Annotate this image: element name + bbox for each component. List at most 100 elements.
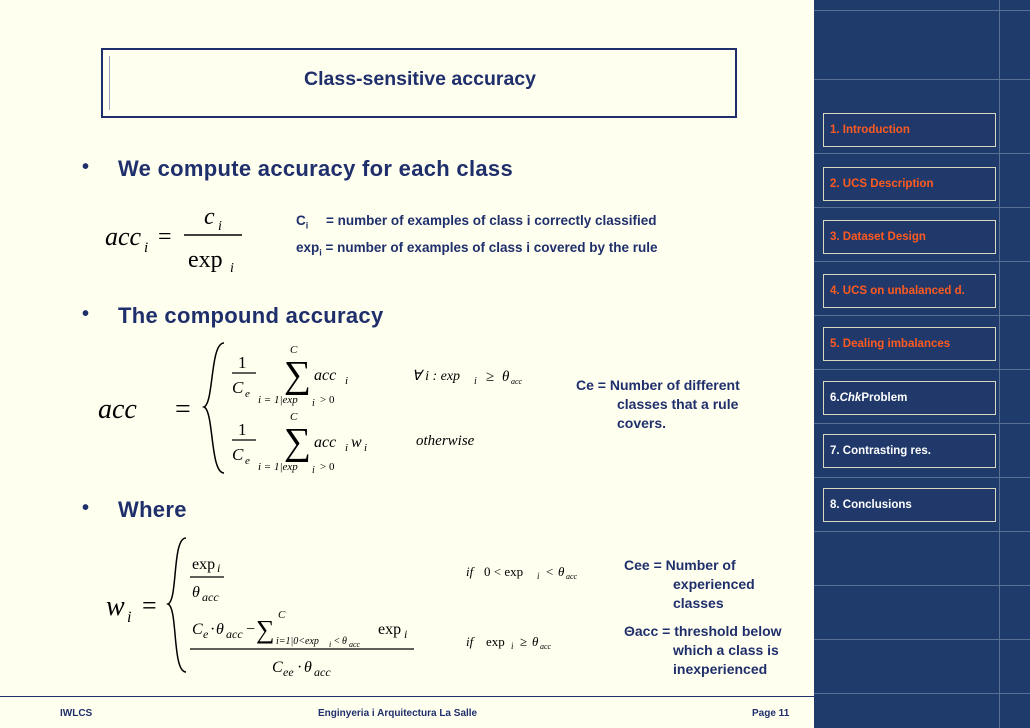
svg-text:i: i xyxy=(144,240,148,256)
note-theta: Θacc = threshold below which a class is … xyxy=(624,623,782,677)
navigation-sidebar xyxy=(814,0,1030,728)
slide: Class-sensitive accuracy • We compute ac… xyxy=(0,48,814,719)
svg-text:i: i xyxy=(230,261,234,276)
svg-text:ee: ee xyxy=(283,665,294,679)
svg-text:i = 1|exp: i = 1|exp xyxy=(258,394,298,406)
svg-text:C: C xyxy=(290,344,298,356)
svg-text:∑: ∑ xyxy=(284,354,311,396)
footer-left: IWLCS xyxy=(60,708,93,719)
svg-text:i: i xyxy=(312,398,315,409)
svg-text:acc: acc xyxy=(202,590,219,604)
bullet-text: The compound accuracy xyxy=(118,303,384,328)
svg-text:e: e xyxy=(203,627,209,641)
svg-text:1: 1 xyxy=(238,353,247,372)
title-box xyxy=(101,48,737,118)
svg-text:> 0: > 0 xyxy=(320,461,335,473)
bullet-dot: • xyxy=(82,303,90,325)
svg-text:C: C xyxy=(278,609,286,621)
svg-text:0 < exp: 0 < exp xyxy=(484,564,523,579)
svg-text:C: C xyxy=(192,621,203,638)
svg-text:≥: ≥ xyxy=(486,369,494,385)
svg-text:θ: θ xyxy=(304,659,312,676)
definition-ci: Ci = number of examples of class i corre… xyxy=(296,213,657,231)
svg-text:acc: acc xyxy=(566,572,578,581)
svg-text:c: c xyxy=(204,204,215,230)
svg-text:θ: θ xyxy=(532,634,539,649)
nav-item-dealing-imbalances[interactable]: 5. Dealing imbalances xyxy=(823,327,996,361)
svg-text:−: − xyxy=(246,621,255,638)
svg-text:∀ i : exp: ∀ i : exp xyxy=(412,369,460,384)
svg-text:·: · xyxy=(297,659,302,676)
svg-text:exp: exp xyxy=(188,247,223,273)
svg-text:=: = xyxy=(142,591,157,620)
svg-text:acc: acc xyxy=(349,640,361,649)
svg-text:acc: acc xyxy=(226,627,243,641)
svg-text:if: if xyxy=(466,634,476,649)
svg-text:acc: acc xyxy=(511,377,523,386)
svg-text:i: i xyxy=(537,571,540,581)
svg-text:θ: θ xyxy=(192,584,200,601)
nav-item-contrasting-results[interactable]: 7. Contrasting res. xyxy=(823,434,996,468)
bullet-accuracy-per-class: • We compute accuracy for each class xyxy=(82,156,513,182)
svg-text:exp: exp xyxy=(378,621,401,638)
svg-text:C: C xyxy=(232,378,244,397)
slide-title: Class-sensitive accuracy xyxy=(304,68,536,90)
svg-text:i: i xyxy=(364,442,367,454)
formula-compound-acc: acc = 1 C e C ∑ i = 1|exp i > 0 acc i ∀ … xyxy=(98,342,523,476)
nav-item-dataset-design[interactable]: 3. Dataset Design xyxy=(823,220,996,254)
svg-text:C: C xyxy=(232,445,244,464)
svg-text:e: e xyxy=(245,388,250,400)
bullet-where: • Where xyxy=(82,497,187,523)
svg-text:i: i xyxy=(345,442,348,454)
svg-text:i: i xyxy=(404,627,407,641)
footer-divider xyxy=(0,696,814,697)
nav-item-ucs-description[interactable]: 2. UCS Description xyxy=(823,167,996,201)
svg-text:acc: acc xyxy=(314,367,336,384)
definition-expi: expi = number of examples of class i cov… xyxy=(296,240,658,258)
nav-item-conclusions[interactable]: 8. Conclusions xyxy=(823,488,996,522)
svg-text:acc: acc xyxy=(105,222,142,251)
footer-page-number: Page 11 xyxy=(752,708,790,719)
svg-text:i: i xyxy=(218,219,222,234)
svg-text:w: w xyxy=(106,591,125,622)
bullet-dot: • xyxy=(82,497,90,519)
svg-text:θ: θ xyxy=(216,621,224,638)
svg-text:i: i xyxy=(329,640,331,649)
formula-weight: w i = exp i θ acc if 0 < exp i < θ acc C… xyxy=(106,537,578,679)
svg-text:=: = xyxy=(158,224,172,250)
svg-text:i: i xyxy=(511,641,514,651)
svg-text:∑: ∑ xyxy=(284,421,311,463)
svg-text:i: i xyxy=(474,376,477,387)
nav-item-ucs-unbalanced[interactable]: 4. UCS on unbalanced d. xyxy=(823,274,996,308)
svg-text:i: i xyxy=(345,375,348,387)
formula-acc-i: acc i = c i exp i xyxy=(105,204,242,276)
svg-text:=: = xyxy=(175,394,191,425)
svg-text:C: C xyxy=(272,659,283,676)
svg-text:·: · xyxy=(210,621,215,638)
svg-text:θ: θ xyxy=(502,369,510,385)
svg-text:≥: ≥ xyxy=(520,634,527,649)
svg-text:acc: acc xyxy=(314,665,331,679)
svg-text:i: i xyxy=(217,561,220,575)
svg-text:if: if xyxy=(466,564,476,579)
svg-text:exp: exp xyxy=(192,556,215,573)
svg-text:> 0: > 0 xyxy=(320,394,335,406)
nav-item-introduction[interactable]: 1. Introduction xyxy=(823,113,996,147)
bullet-compound-accuracy: • The compound accuracy xyxy=(82,303,384,329)
bullet-text: We compute accuracy for each class xyxy=(118,156,513,181)
note-ce: Ce = Number of different classes that a … xyxy=(576,377,740,431)
svg-text:i=1|0<exp: i=1|0<exp xyxy=(276,636,319,647)
svg-text:C: C xyxy=(290,411,298,423)
bullet-text: Where xyxy=(118,497,187,522)
svg-text:acc: acc xyxy=(98,394,137,425)
svg-text:∑: ∑ xyxy=(256,615,275,644)
svg-text:w: w xyxy=(351,434,362,451)
svg-text:i: i xyxy=(312,465,315,476)
svg-text:θ: θ xyxy=(342,636,347,647)
nav-item-chk-problem[interactable]: 6. Chk Problem xyxy=(823,381,996,415)
svg-text:acc: acc xyxy=(540,642,552,651)
svg-text:<: < xyxy=(546,564,553,579)
svg-text:exp: exp xyxy=(486,634,505,649)
svg-text:acc: acc xyxy=(314,434,336,451)
bullet-dot: • xyxy=(82,156,90,178)
